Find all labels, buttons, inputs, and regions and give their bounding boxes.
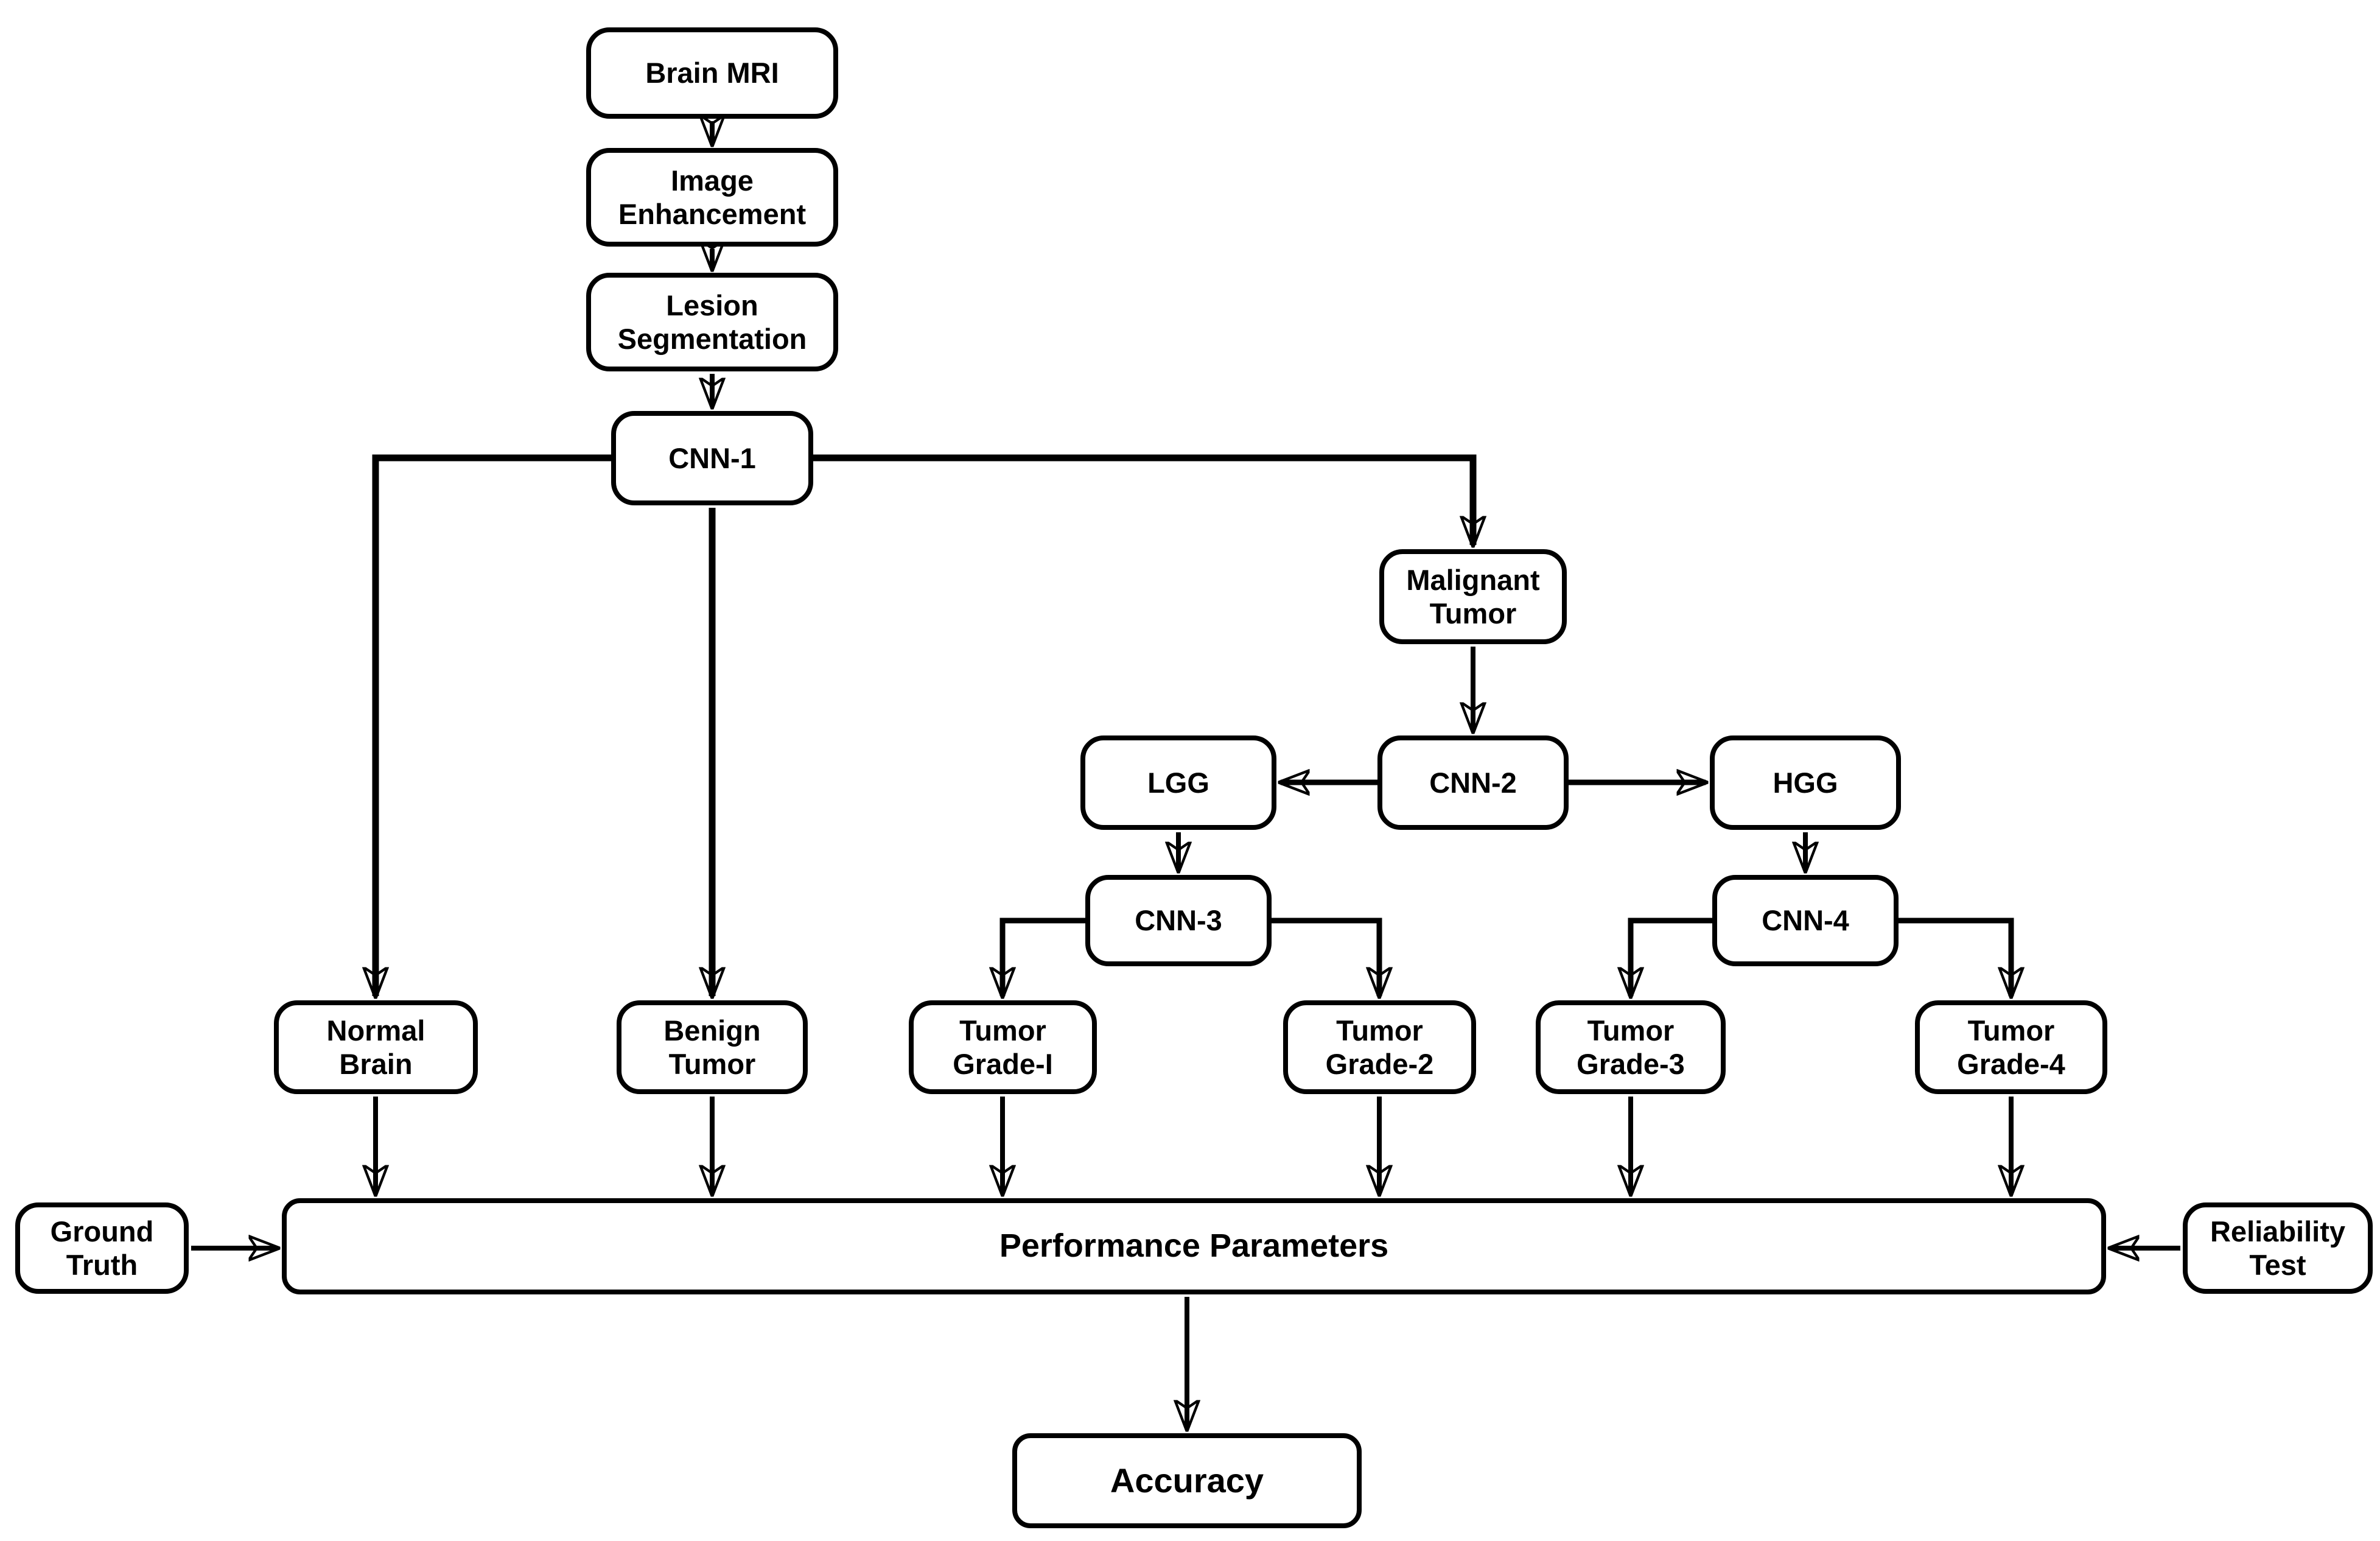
node-label: Tumor Grade-4 <box>1957 1014 2065 1080</box>
node-ground-truth: Ground Truth <box>15 1202 189 1294</box>
node-label: Tumor Grade-I <box>953 1014 1053 1080</box>
node-label: Normal Brain <box>326 1014 425 1080</box>
node-lesion-segmentation: Lesion Segmentation <box>586 273 838 371</box>
edge-cnn3-grade2 <box>1270 918 1379 996</box>
edge-cnn3-grade1 <box>1003 918 1087 996</box>
node-tumor-grade-4: Tumor Grade-4 <box>1915 1000 2107 1094</box>
node-label: CNN-4 <box>1762 904 1849 937</box>
node-label: Malignant Tumor <box>1406 563 1540 630</box>
node-label: Brain MRI <box>645 57 779 90</box>
edge-cnn4-grade3 <box>1631 918 1714 996</box>
node-tumor-grade-1: Tumor Grade-I <box>909 1000 1097 1094</box>
node-performance-parameters: Performance Parameters <box>282 1198 2106 1294</box>
node-label: CNN-1 <box>668 441 756 474</box>
edge-cnn1-malignant <box>811 454 1473 545</box>
node-accuracy: Accuracy <box>1012 1433 1362 1528</box>
node-label: Reliability Test <box>2210 1215 2345 1281</box>
edge-cnn4-grade4 <box>1897 918 2011 996</box>
node-brain-mri: Brain MRI <box>586 27 838 119</box>
node-label: Ground Truth <box>50 1215 154 1281</box>
node-label: Lesion Segmentation <box>617 289 807 355</box>
node-label: CNN-2 <box>1429 766 1517 799</box>
node-lgg: LGG <box>1080 735 1276 830</box>
node-label: Benign Tumor <box>663 1014 761 1080</box>
node-malignant-tumor: Malignant Tumor <box>1379 549 1567 644</box>
node-hgg: HGG <box>1710 735 1901 830</box>
node-image-enhancement: Image Enhancement <box>586 148 838 247</box>
node-label: Image Enhancement <box>618 164 807 230</box>
node-tumor-grade-2: Tumor Grade-2 <box>1283 1000 1476 1094</box>
node-label: LGG <box>1147 766 1209 799</box>
node-cnn-3: CNN-3 <box>1085 875 1272 966</box>
node-label: Performance Parameters <box>999 1227 1389 1265</box>
node-cnn-2: CNN-2 <box>1377 735 1569 830</box>
node-cnn-1: CNN-1 <box>611 411 813 505</box>
node-reliability-test: Reliability Test <box>2183 1202 2373 1294</box>
node-label: Accuracy <box>1110 1461 1264 1500</box>
node-normal-brain: Normal Brain <box>274 1000 478 1094</box>
node-label: CNN-3 <box>1135 904 1222 937</box>
node-label: Tumor Grade-2 <box>1325 1014 1434 1080</box>
node-benign-tumor: Benign Tumor <box>617 1000 808 1094</box>
node-cnn-4: CNN-4 <box>1712 875 1899 966</box>
node-tumor-grade-3: Tumor Grade-3 <box>1536 1000 1726 1094</box>
edge-cnn1-normalbrain <box>376 454 614 996</box>
node-label: HGG <box>1773 766 1838 799</box>
node-label: Tumor Grade-3 <box>1577 1014 1685 1080</box>
